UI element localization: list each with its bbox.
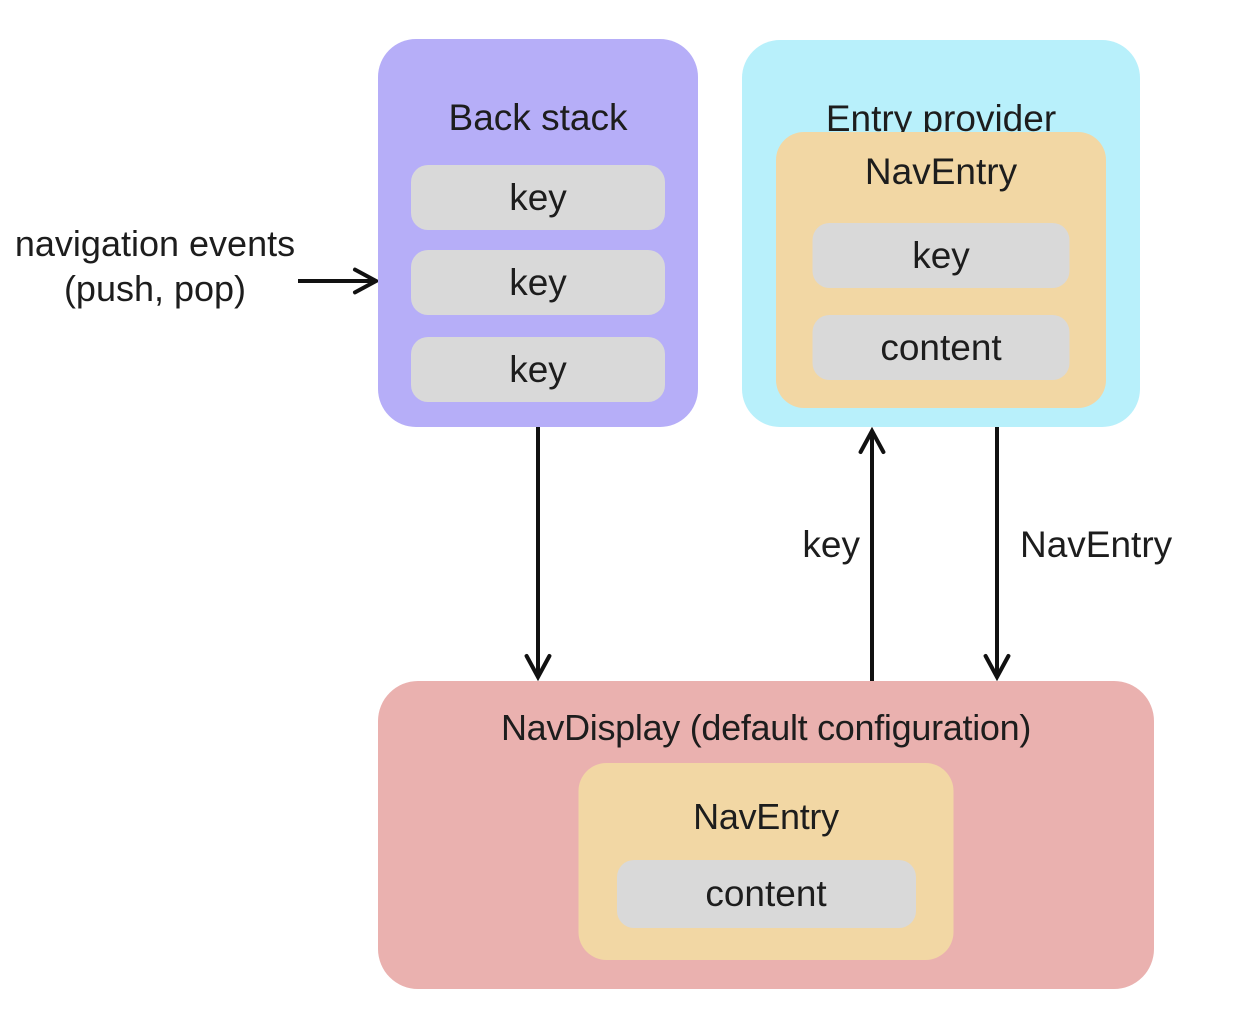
nav-display-title: NavDisplay (default configuration) <box>500 707 1032 748</box>
nav-entry-title: NavEntry <box>693 796 839 837</box>
back-stack-key-pill: key <box>411 250 665 315</box>
entry-provider-box: Entry provider NavEntry key content <box>742 40 1140 427</box>
back-stack-box: Back stack key key key <box>378 39 698 427</box>
navigation-events-line2: (push, pop) <box>63 268 247 309</box>
naventry-arrow-label: NavEntry <box>1020 524 1173 565</box>
nav-entry-key-pill: key <box>812 223 1070 288</box>
back-stack-title: Back stack <box>448 97 628 138</box>
nav-entry-content-pill: content <box>812 315 1070 380</box>
navigation-events-line1: navigation events <box>14 223 296 264</box>
entry-provider-nav-entry-box: NavEntry key content <box>776 132 1106 408</box>
nav-entry-title: NavEntry <box>864 151 1018 192</box>
navigation-events-label: navigation events (push, pop) <box>0 221 310 311</box>
nav-display-box: NavDisplay (default configuration) NavEn… <box>378 681 1154 989</box>
back-stack-key-pill: key <box>411 165 665 230</box>
nav-entry-content-pill: content <box>616 860 916 928</box>
nav-display-nav-entry-box: NavEntry content <box>578 763 954 960</box>
key-arrow-label: key <box>802 524 860 565</box>
back-stack-key-pill: key <box>411 337 665 402</box>
